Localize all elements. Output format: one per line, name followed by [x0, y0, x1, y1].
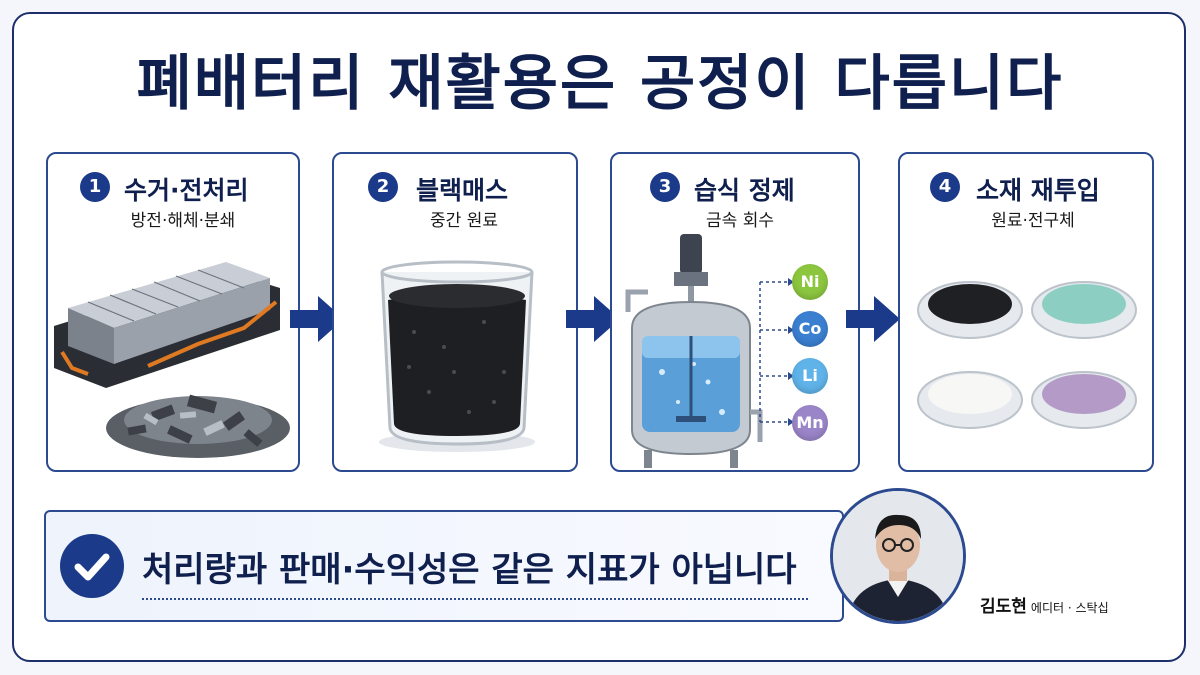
step-subtitle-3: 금속 회수 [706, 211, 774, 231]
step-subtitle-4: 원료·전구체 [991, 211, 1075, 231]
step-subtitle-2: 중간 원료 [430, 211, 498, 231]
step-number-1: 1 [80, 172, 110, 202]
metal-badge-co: Co [792, 311, 828, 347]
step-header-4: 4 소재 재투입 [900, 168, 1152, 208]
arrow-right-icon-2 [566, 296, 620, 342]
key-message-banner: 처리량과 판매·수익성은 같은 지표가 아닙니다 [44, 510, 844, 622]
author-name: 김도현 [980, 597, 1027, 617]
material-dishes-illustration [917, 281, 1137, 429]
step-number-4: 4 [930, 172, 960, 202]
key-message-text: 처리량과 판매·수익성은 같은 지표가 아닙니다 [142, 550, 797, 590]
arrow-right-icon-3 [846, 296, 900, 342]
arrow-right-icon-1 [290, 296, 344, 342]
step-header-2: 2 블랙매스 [334, 168, 576, 208]
author-avatar [830, 488, 966, 624]
step-title-4: 소재 재투입 [976, 176, 1100, 205]
step-card-2: 2 블랙매스 중간 원료 [332, 152, 578, 472]
check-icon [60, 534, 124, 598]
page-title: 폐배터리 재활용은 공정이 다릅니다 [136, 49, 1064, 119]
step-title-1: 수거·전처리 [124, 176, 249, 205]
dish-black-powder [917, 281, 1023, 339]
metal-branch-lines [759, 278, 794, 426]
step-card-4: 4 소재 재투입 원료·전구체 [898, 152, 1154, 472]
step-header-1: 1 수거·전처리 [48, 168, 298, 208]
metal-badge-ni: Ni [792, 264, 828, 300]
step-subtitle-1: 방전·해체·분쇄 [130, 211, 236, 231]
banner-dotted-divider [142, 598, 808, 600]
dish-purple-powder [1031, 371, 1137, 429]
reactor-tank-illustration [625, 234, 763, 468]
step-header-3: 3 습식 정제 [612, 168, 858, 208]
step-number-3: 3 [650, 172, 680, 202]
dish-white-powder [917, 371, 1023, 429]
black-mass-jar-illustration [379, 260, 535, 452]
step-number-2: 2 [368, 172, 398, 202]
dish-teal-powder [1031, 281, 1137, 339]
metal-badge-li: Li [792, 358, 828, 394]
step-title-2: 블랙매스 [416, 176, 509, 205]
step-card-1: 1 수거·전처리 방전·해체·분쇄 [46, 152, 300, 472]
author-role: 에디터 · 스탁십 [1030, 601, 1109, 615]
step-title-3: 습식 정제 [694, 176, 795, 205]
battery-pack-illustration [54, 262, 290, 458]
metal-badge-mn: Mn [792, 405, 828, 441]
